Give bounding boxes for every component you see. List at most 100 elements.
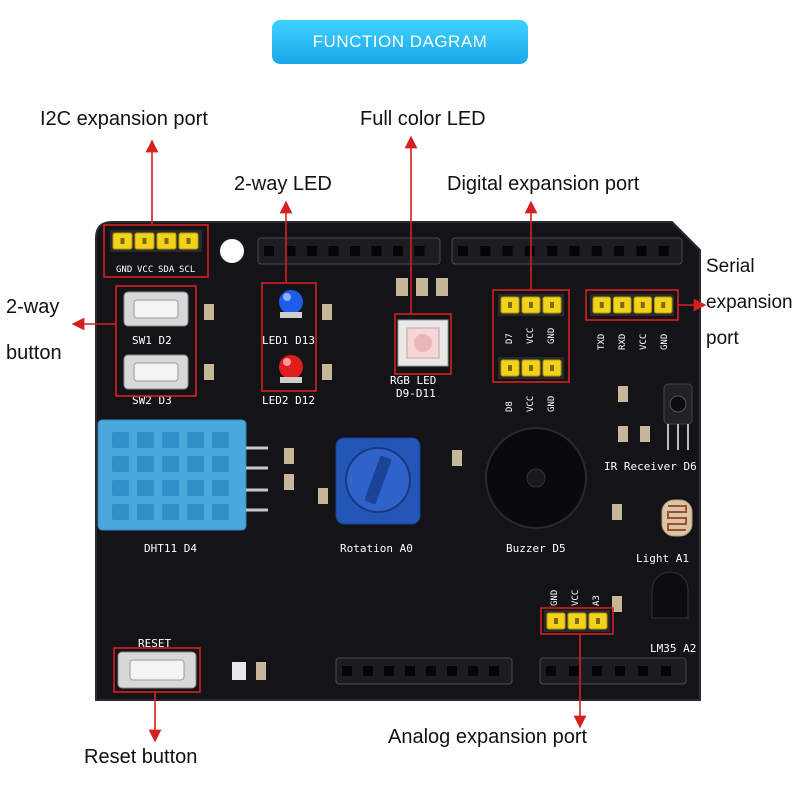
header-hole (350, 246, 360, 256)
dht11-label: DHT11 D4 (144, 542, 197, 555)
box-leds (261, 282, 317, 392)
i2c-pin-label-gnd: GND (116, 265, 132, 275)
dht11-vent (137, 504, 154, 520)
header-hole (591, 246, 602, 256)
box-analog (540, 607, 614, 635)
header-hole (458, 246, 468, 256)
box-reset (113, 647, 201, 693)
callout-digital-expansion-port: Digital expansion port (447, 173, 640, 195)
dht11-vent (137, 456, 154, 472)
lm35-sensor (651, 571, 689, 619)
bottom-header-row (335, 657, 687, 685)
reset-silkscreen-label: RESET (138, 637, 171, 650)
dht11-vent (137, 432, 154, 448)
sw2-label: SW2 D3 (132, 394, 172, 407)
rgb-led-label-1: RGB LED (390, 374, 436, 387)
header-hole (638, 666, 648, 676)
header-hole (614, 246, 625, 256)
callout-serial-line-2: expansion (706, 292, 793, 313)
ir-receiver-label: IR Receiver D6 (604, 460, 697, 473)
header-hole (661, 666, 671, 676)
sw2-button (123, 354, 189, 390)
analog-pin-a3: A3 (592, 595, 602, 606)
digital-bottom-pin-vcc: VCC (526, 396, 536, 412)
header-pin-tip (142, 238, 147, 244)
header-hole (547, 246, 558, 256)
header-hole (371, 246, 382, 256)
dht11-vent (137, 480, 154, 496)
header-hole (328, 246, 339, 256)
dht11-vent (112, 432, 129, 448)
dht11-vent (187, 480, 204, 496)
header-pin-tip (596, 618, 600, 624)
header-pin-tip (529, 302, 533, 308)
header-hole (524, 246, 535, 256)
buzzer (485, 427, 587, 529)
serial-pin-rxd: RXD (618, 334, 628, 350)
dht11-vent (187, 432, 204, 448)
i2c-pin-label-scl: SCL (179, 265, 195, 275)
callout-2-way-button-line-1: 2-way (6, 296, 60, 318)
header-hole (285, 246, 296, 256)
header-hole (636, 246, 647, 256)
dht11-vent (212, 432, 229, 448)
header-hole (405, 666, 415, 676)
led1-blue (279, 290, 303, 318)
dht11-vent (162, 480, 179, 496)
header-pin-tip (575, 618, 579, 624)
rgb-led (397, 319, 449, 367)
dht11-vent (112, 504, 129, 520)
sw1-button (123, 291, 189, 327)
reset-button (117, 651, 197, 689)
header-pin-tip (599, 302, 604, 308)
header-hole (307, 246, 317, 256)
digital-top-pin-gnd: GND (547, 328, 557, 344)
serial-pin-vcc: VCC (639, 334, 649, 350)
header-hole (569, 246, 580, 256)
header-hole (546, 666, 556, 676)
header-pin-tip (554, 618, 558, 624)
led2-label: LED2 D12 (262, 394, 315, 407)
dht11-vent (162, 456, 179, 472)
header-hole (615, 666, 625, 676)
header-pin-tip (529, 365, 533, 371)
digital-bottom-pin-d8: D8 (505, 401, 515, 412)
dht11-vent (162, 432, 179, 448)
dht11-vent (162, 504, 179, 520)
callout-serial-line-1: Serial (706, 256, 755, 277)
header-hole (414, 246, 425, 256)
callout-i2c-expansion-port: I2C expansion port (40, 108, 208, 130)
dht11-vent (112, 480, 129, 496)
callout-2-way-button-line-2: button (6, 342, 62, 364)
mounting-hole (220, 239, 244, 263)
header-hole (658, 246, 669, 256)
ir-receiver (663, 383, 693, 450)
header-pin-tip (508, 302, 512, 308)
top-header-row (257, 237, 683, 265)
header-hole (480, 246, 491, 256)
header-pin-tip (661, 302, 666, 308)
dht11-vent (187, 456, 204, 472)
callout-analog-expansion-port: Analog expansion port (388, 726, 588, 748)
callout-reset-button: Reset button (84, 746, 198, 768)
light-label: Light A1 (636, 552, 689, 565)
header-hole (363, 666, 373, 676)
i2c-pin-label-vcc: VCC (137, 265, 153, 275)
header-pin-tip (550, 365, 554, 371)
digital-header-top (498, 294, 564, 316)
rgb-led-label-2: D9-D11 (396, 387, 436, 400)
header-pin-tip (164, 238, 169, 244)
header-hole (489, 666, 499, 676)
analog-pin-gnd: GND (550, 590, 560, 606)
callout-2-way-led: 2-way LED (234, 173, 332, 195)
header-hole (426, 666, 436, 676)
header-hole (447, 666, 457, 676)
header-hole (468, 666, 478, 676)
box-rgb-led (394, 313, 452, 375)
callout-serial-line-3: port (706, 328, 739, 349)
box-i2c (103, 224, 209, 278)
analog-header (544, 610, 610, 632)
header-hole (393, 246, 403, 256)
light-sensor (661, 499, 693, 537)
